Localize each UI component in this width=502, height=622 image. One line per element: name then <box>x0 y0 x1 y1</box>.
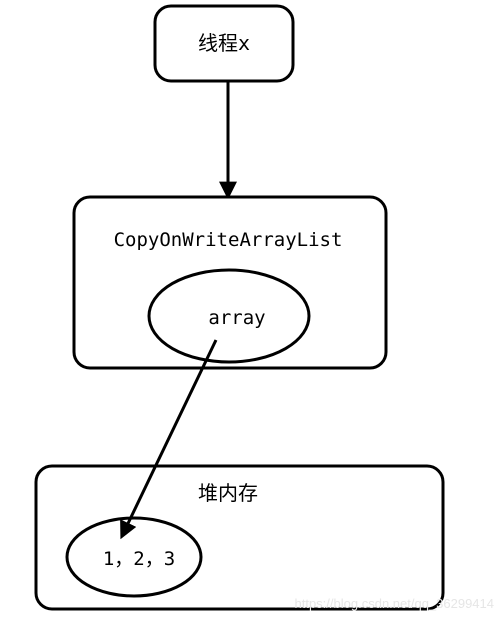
heap-label: 堆内存 <box>198 481 258 505</box>
list-label: CopyOnWriteArrayList <box>114 229 343 251</box>
heap-node: 堆内存 1，2，3 <box>34 464 445 611</box>
array-to-values-arrow <box>120 339 218 540</box>
values-label: 1，2，3 <box>103 548 175 570</box>
list-node: CopyOnWriteArrayList array <box>72 195 388 370</box>
watermark-text: https://blog.csdn.net/qq_36299414 <box>295 596 495 611</box>
thread-box <box>153 4 295 83</box>
thread-label: 线程x <box>198 31 250 55</box>
thread-node: 线程x <box>153 4 295 83</box>
array-label: array <box>208 307 265 329</box>
values-ellipse <box>65 516 203 598</box>
array-ellipse <box>147 268 311 364</box>
